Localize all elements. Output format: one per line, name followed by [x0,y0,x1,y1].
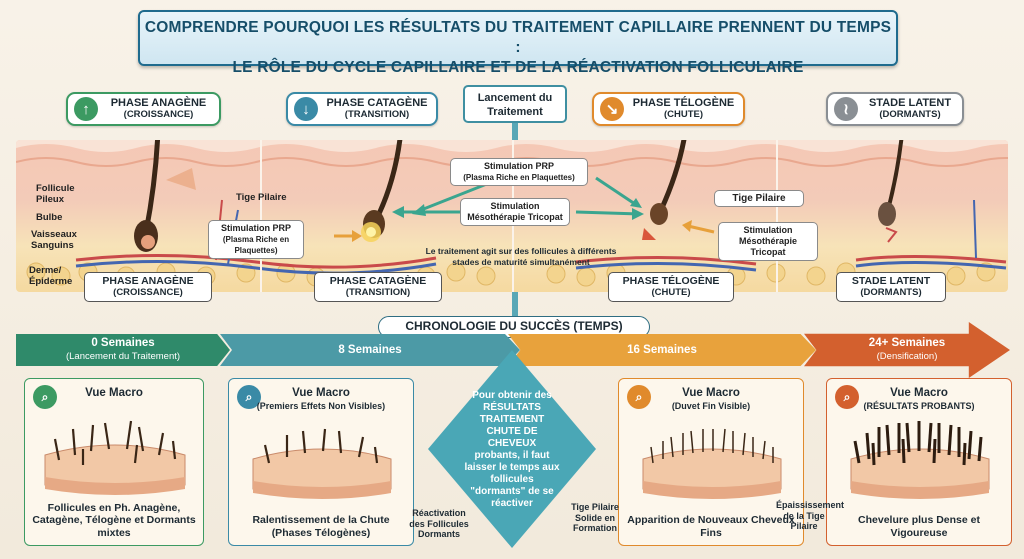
arrow-up-icon: ↑ [74,97,98,121]
callout-sub: (Plasma Riche en Plaquettes) [463,173,575,182]
strip-label-sub: (DORMANTS) [860,287,922,298]
strip-label-name: PHASE ANAGÈNE [102,275,194,287]
follicle-anagen [134,140,196,252]
timeline-label: 0 Semaines [91,337,155,349]
phase-sub: (TRANSITION) [344,109,410,120]
label-shaft-left: Tige Pilaire [236,192,287,203]
timeline-16: 16 Semaines [508,334,816,366]
phase-name: STADE LATENT [868,97,952,109]
follicle-telogen [642,140,687,240]
magnifier-icon: ⌕ [835,385,859,409]
callout-sub: (Plasma Riche en Plaquettes) [222,235,290,255]
follicle-catagen [361,140,403,242]
card-week-0: ⌕ Vue Macro Follicules en Ph. Anagène, C… [24,378,204,546]
card-caption: Follicules en Ph. Anagène, Catagène, Tél… [32,501,196,539]
card-week-24: ⌕ Vue Macro (RÉSULTATS PROBANTS) Chevelur… [826,378,1012,546]
label-shaft-right: Tige Pilaire [714,190,804,207]
timeline-sub: (Lancement du Traitement) [65,351,181,362]
scalp-illustration [850,421,990,499]
timeline-label: 8 Semaines [338,343,402,356]
strip-label-sub: (CROISSANCE) [113,287,183,298]
center-message: Pour obtenir des RÉSULTATS TRAITEMENT CH… [464,390,560,509]
phase-sub: (DORMANTS) [879,109,941,120]
callout-title: Stimulation PRP [220,223,291,233]
phase-sub: (CROISSANCE) [123,109,194,120]
phase-header-anagen: ↑ PHASE ANAGÈNE(CROISSANCE) [66,92,221,126]
timeline-sub: (Densification) [876,351,938,362]
magnifier-icon: ⌕ [627,385,651,409]
arrow-down-icon: ↓ [294,97,318,121]
note-reactivation: Réactivation des Follicules Dormants [409,508,469,539]
note-epaississement: Épaississement de la Tige Pilaire [776,500,845,531]
magnifier-icon: ⌕ [33,385,57,409]
strip-label-name: PHASE CATAGÈNE [329,275,427,287]
timeline-label: 24+ Semaines [868,337,946,349]
phase-header-telogen: ↘ PHASE TÉLOGÈNE(CHUTE) [592,92,745,126]
callout-prp-center: Stimulation PRP (Plasma Riche en Plaquett… [450,158,588,186]
phase-name: PHASE TÉLOGÈNE [632,97,735,109]
phase-sub: (CHUTE) [663,109,704,120]
card-head: Vue Macro [292,387,350,399]
phase-name: PHASE ANAGÈNE [110,97,207,109]
phase-header-catagen: ↓ PHASE CATAGÈNE(TRANSITION) [286,92,438,126]
label-derm: Derme/ Épiderme [29,265,73,287]
strip-label-name: STADE LATENT [851,275,931,287]
strip-label-anagen: PHASE ANAGÈNE(CROISSANCE) [84,272,212,302]
card-caption: Ralentissement de la Chute (Phases Télog… [252,514,390,539]
title-line-2: LE RÔLE DU CYCLE CAPILLAIRE ET DE LA RÉA… [232,59,804,76]
arrow-down-right-icon: ↘ [600,97,624,121]
magnifier-icon: ⌕ [237,385,261,409]
callout-meso-right: Stimulation Mésothérapie Tricopat [718,222,818,261]
card-head: Vue Macro [85,387,143,399]
callout-meso-center: Stimulation Mésothérapie Tricopat [460,198,570,226]
card-sub: (Premiers Effets Non Visibles) [256,401,386,411]
callout-prp-left: Stimulation PRP (Plasma Riche en Plaquett… [208,220,304,259]
strip-label-sub: (TRANSITION) [345,287,411,298]
callout-title: Stimulation PRP [483,161,554,171]
treatment-note: Le traitement agit sur des follicules à … [425,246,617,267]
label-follicle: Follicule Pileux [36,183,75,205]
note-tige-formation: Tige Pilaire Solide en Formation [571,502,619,533]
card-week-8: ⌕ Vue Macro (Premiers Effets Non Visibles… [228,378,414,546]
label-vessels: Vaisseaux Sanguins [31,229,77,251]
strip-label-catagen: PHASE CATAGÈNE(TRANSITION) [314,272,442,302]
card-head: Vue Macro [890,387,948,399]
scalp-illustration [44,420,186,495]
card-week-16: ⌕ Vue Macro (Duvet Fin Visible) Apparitio… [618,378,804,546]
phase-header-latent: ≀ STADE LATENT(DORMANTS) [826,92,964,126]
card-caption: Chevelure plus Dense et Vigoureuse [858,514,980,539]
title-banner: COMPRENDRE POURQUOI LES RÉSULTATS DU TRA… [138,10,898,76]
strip-label-telogen: PHASE TÉLOGÈNE(CHUTE) [608,272,734,302]
phase-name: PHASE CATAGÈNE [326,97,428,109]
launch-label: Lancement du Traitement [463,85,567,123]
label-bulb: Bulbe [36,212,63,223]
title-line-1: COMPRENDRE POURQUOI LES RÉSULTATS DU TRA… [144,19,892,56]
timeline-8: 8 Semaines [220,334,520,366]
strip-label-name: PHASE TÉLOGÈNE [622,275,720,287]
timeline-24: 24+ Semaines (Densification) [804,322,1010,378]
hair-icon: ≀ [834,97,858,121]
timeline-label: 16 Semaines [627,343,697,356]
strip-label-sub: (CHUTE) [651,287,691,298]
card-sub: (RÉSULTATS PROBANTS) [863,401,975,411]
scalp-illustration [642,428,782,499]
follicle-latent [878,140,904,243]
card-sub: (Duvet Fin Visible) [671,401,751,411]
timeline-0: 0 Semaines (Lancement du Traitement) [16,334,230,366]
scalp-illustration [252,428,392,499]
strip-label-latent: STADE LATENT(DORMANTS) [836,272,946,302]
card-head: Vue Macro [682,387,740,399]
card-caption: Apparition de Nouveaux Cheveux Fins [627,514,795,539]
